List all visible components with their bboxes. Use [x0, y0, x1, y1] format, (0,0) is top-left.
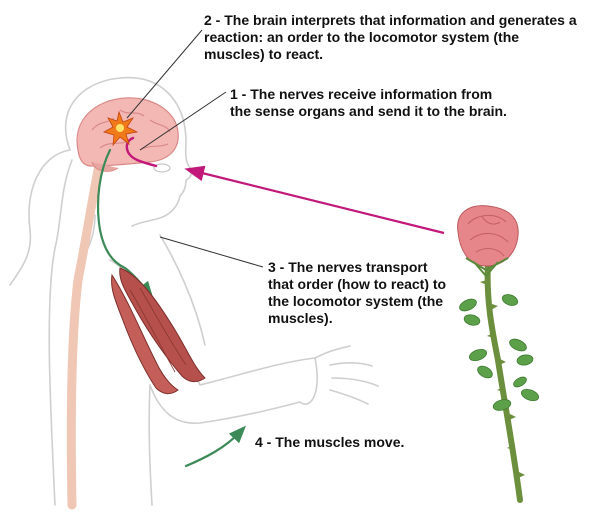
step-4-label: 4 - The muscles move.: [255, 434, 405, 450]
leader-lines: [126, 29, 264, 268]
triceps-muscle: [111, 273, 179, 395]
body-lower-outline: [148, 384, 153, 506]
step-3-label: 3 - The nerves transport that order (how…: [268, 259, 447, 326]
leader-line-step-2: [126, 29, 203, 119]
eye-icon: [153, 163, 171, 173]
hand-outline: [299, 345, 379, 405]
step-2-label: 2 - The brain interprets that informatio…: [204, 12, 577, 62]
biceps-muscle: [119, 267, 206, 383]
arrow-left-icon: [184, 165, 445, 235]
arm-muscles: [111, 267, 206, 395]
sensory-nerve: [125, 136, 158, 168]
ponytail-outline: [9, 149, 71, 286]
rose-flower: [457, 205, 519, 278]
rose-thorns: [480, 280, 525, 478]
forearm-lower-outline: [149, 384, 301, 424]
front-torso-outline: [159, 234, 206, 346]
brain-folds: [91, 109, 171, 151]
leader-line-step-1: [139, 91, 227, 151]
starburst-icon: [102, 110, 139, 147]
rose: [457, 205, 540, 503]
back-outline: [48, 247, 56, 506]
rose-sepals: [465, 257, 509, 278]
rose-leaves: [459, 294, 540, 411]
hair-back-outline: [54, 159, 73, 249]
rose-stem: [484, 259, 523, 503]
leader-line-step-3: [159, 236, 264, 268]
step-1-label: 1 - The nerves receive information from …: [230, 86, 507, 119]
spinal-cord: [66, 155, 105, 510]
curved-arrow-icon: [184, 425, 247, 468]
